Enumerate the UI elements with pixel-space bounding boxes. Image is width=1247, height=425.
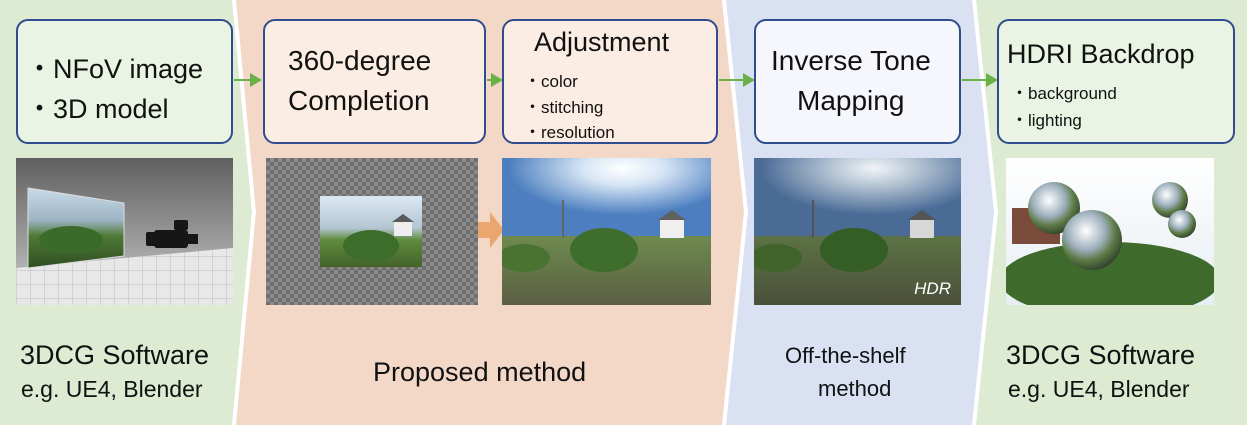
inverse-tone-mapping-box: Inverse Tone Mapping [754,19,961,144]
hdri-backdrop-box: HDRI Backdrop background lighting [997,19,1235,144]
arrow-itm-to-backdrop [962,73,998,87]
completion-title-line2: Completion [288,85,430,116]
input-box: NFoV image 3D model [16,19,233,144]
off-the-shelf-caption-line2: method [818,376,892,401]
adjustment-item-color: color [524,67,578,92]
3dcg-scene-image [16,158,233,305]
output-examples-caption: e.g. UE4, Blender [1008,376,1190,402]
hdr-panorama-image: HDR [754,158,961,305]
completion-title-line1: 360-degree [288,45,432,76]
itm-title-line1: Inverse Tone [771,45,931,76]
adjustment-title: Adjustment [534,27,670,57]
off-the-shelf-caption-line1: Off-the-shelf [785,343,906,368]
input-item-nfov: NFoV image [26,47,203,86]
orange-arrow [478,212,504,248]
adjustment-box: Adjustment color stitching resolution [502,19,718,144]
completion-box: 360-degree Completion [263,19,486,144]
itm-title-line2: Mapping [797,85,905,116]
backdrop-title: HDRI Backdrop [1007,39,1195,69]
backdrop-item-lighting: lighting [1011,106,1082,131]
input-software-caption: 3DCG Software [20,340,210,370]
input-item-3d-model: 3D model [26,87,169,126]
masked-input-image [266,158,478,305]
adjustment-item-stitching: stitching [524,93,603,118]
input-examples-caption: e.g. UE4, Blender [21,376,203,402]
output-software-caption: 3DCG Software [1006,340,1196,370]
arrow-input-to-completion [234,73,262,87]
arrow-adjustment-to-itm [719,73,755,87]
proposed-method-caption: Proposed method [373,357,587,387]
hdri-backdrop-render [1006,158,1214,305]
completed-panorama-image [502,158,711,305]
adjustment-item-resolution: resolution [524,118,615,143]
arrow-completion-to-adjustment [487,73,503,87]
hdr-label: HDR [914,279,951,298]
backdrop-item-background: background [1011,79,1117,104]
